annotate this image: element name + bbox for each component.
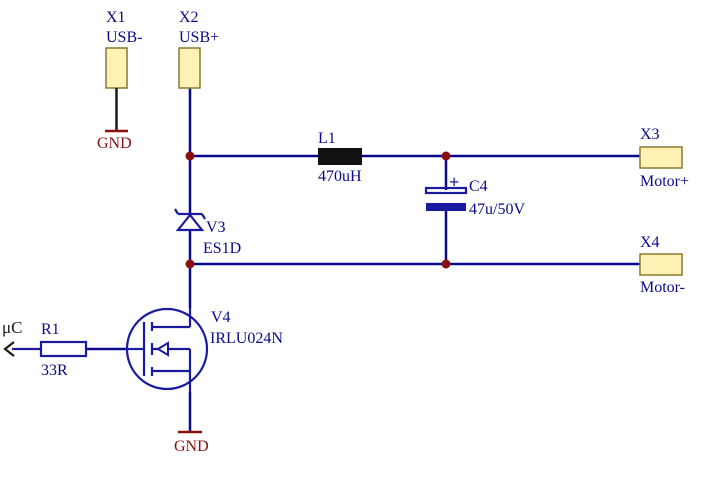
resistor-body <box>39 340 88 358</box>
x3-value: Motor+ <box>640 173 689 190</box>
l1-designator: L1 <box>318 130 336 147</box>
diode-icon <box>175 213 205 232</box>
x1-designator: X1 <box>106 9 126 26</box>
x4-designator: X4 <box>640 234 660 251</box>
x2-terminal <box>178 47 201 89</box>
x4-terminal <box>639 253 683 276</box>
polarity-plus-icon: + <box>449 172 459 192</box>
v3-designator: V3 <box>206 219 226 236</box>
capacitor-negative-plate <box>426 203 466 211</box>
mosfet-body-circle <box>125 307 209 391</box>
capacitor-c4[interactable]: + C4 47u/50V <box>424 172 525 218</box>
x4-value: Motor- <box>640 279 685 296</box>
gnd-label-bottom: GND <box>174 438 209 455</box>
gnd-label-top: GND <box>97 135 132 152</box>
r1-designator: R1 <box>41 321 60 338</box>
junction-dot <box>185 259 195 269</box>
x1-terminal <box>105 47 128 89</box>
x2-designator: X2 <box>179 9 199 26</box>
connector-x4[interactable]: X4 Motor- <box>639 234 685 296</box>
uc-net-label: μC <box>2 318 22 337</box>
diode-cathode-tail <box>174 208 179 215</box>
gnd-port-top: GND <box>97 129 132 152</box>
diode-cathode-tail <box>201 213 206 220</box>
junction-dot <box>185 151 195 161</box>
v3-value: ES1D <box>203 240 241 257</box>
connector-x1[interactable]: X1 USB- <box>105 9 142 130</box>
l1-value: 470uH <box>318 168 362 185</box>
gnd-port-bottom: GND <box>174 430 209 455</box>
inductor-body <box>318 148 362 165</box>
v4-value: IRLU024N <box>210 330 283 347</box>
connector-x2[interactable]: X2 USB+ <box>178 9 219 89</box>
resistor-r1[interactable]: R1 33R <box>12 321 88 379</box>
c4-designator: C4 <box>469 178 488 195</box>
v4-designator: V4 <box>211 309 231 326</box>
c4-value: 47u/50V <box>469 201 525 218</box>
junction-dot <box>441 151 451 161</box>
inductor-l1[interactable]: L1 470uH <box>318 130 362 185</box>
capacitor-positive-plate <box>424 186 468 195</box>
port-arrow-icon <box>3 341 15 357</box>
mosfet-v4[interactable]: V4 IRLU024N <box>125 307 283 392</box>
x3-designator: X3 <box>640 126 660 143</box>
junctions <box>185 151 451 269</box>
wires <box>86 88 640 432</box>
x2-value: USB+ <box>179 29 219 46</box>
connector-x3[interactable]: X3 Motor+ <box>639 126 689 190</box>
mosfet-arrow-icon <box>156 341 169 357</box>
x1-value: USB- <box>106 29 142 46</box>
x3-terminal <box>639 146 683 169</box>
junction-dot <box>441 259 451 269</box>
diode-v3[interactable]: V3 ES1D <box>174 208 241 257</box>
net-port-uc[interactable]: μC <box>2 318 22 357</box>
r1-value: 33R <box>41 362 68 379</box>
